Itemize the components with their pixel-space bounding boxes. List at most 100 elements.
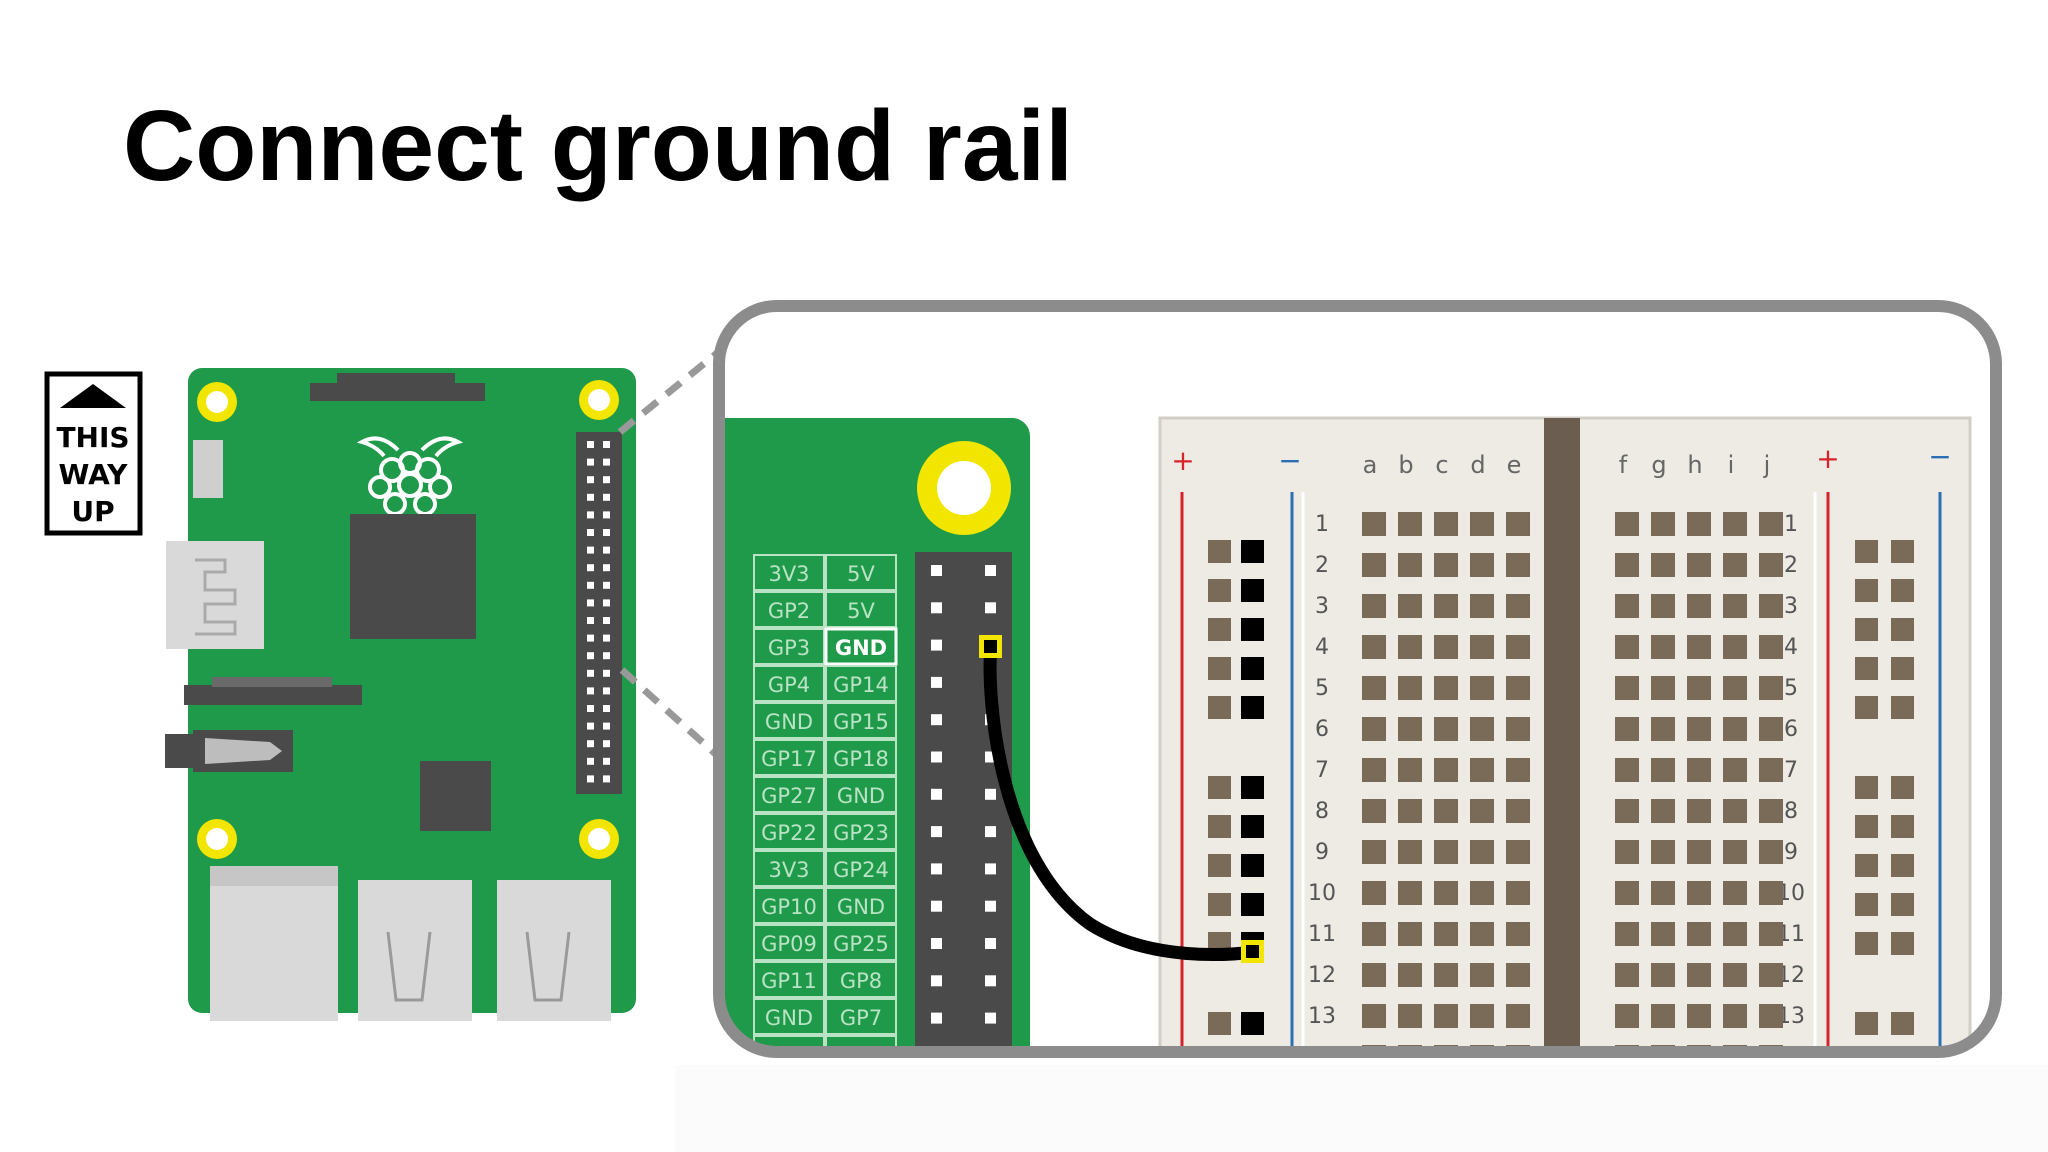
- column-letter: d: [1470, 451, 1485, 479]
- breadboard-hole: [1723, 635, 1747, 659]
- breadboard-hole: [1759, 635, 1783, 659]
- breadboard-hole: [1470, 758, 1494, 782]
- gpio-label: GP11: [761, 969, 817, 993]
- gpio-pin: [603, 581, 610, 589]
- rail-hole-ground: [1241, 657, 1264, 680]
- breadboard-hole: [1362, 594, 1386, 618]
- breadboard-hole: [1470, 635, 1494, 659]
- gpio-pin: [587, 476, 594, 484]
- row-number: 2: [1315, 553, 1329, 578]
- breadboard-hole: [1470, 717, 1494, 741]
- gpio-pin: [985, 788, 996, 800]
- breadboard-hole: [1759, 799, 1783, 823]
- breadboard-hole: [1687, 922, 1711, 946]
- breadboard-hole: [1687, 758, 1711, 782]
- gpio-pin: [985, 975, 996, 987]
- gpio-label: GP17: [761, 747, 817, 771]
- breadboard-hole: [1506, 1004, 1530, 1028]
- gpio-label-cell: [825, 554, 897, 591]
- rail-hole: [1891, 893, 1914, 916]
- breadboard-center-channel: [1544, 418, 1580, 1052]
- breadboard-hole: [1687, 881, 1711, 905]
- gpio-header-small: [576, 432, 622, 794]
- breadboard-hole: [1434, 512, 1458, 536]
- breadboard-hole: [1651, 676, 1675, 700]
- ethernet-port: [210, 866, 338, 1021]
- rail-hole: [1855, 932, 1878, 955]
- rail-hole: [1891, 618, 1914, 641]
- breadboard-hole: [1615, 881, 1639, 905]
- gpio-pin: [603, 722, 610, 730]
- rail-hole: [1208, 815, 1231, 838]
- breadboard-hole: [1470, 594, 1494, 618]
- row-number: 7: [1315, 758, 1329, 783]
- breadboard-hole: [1759, 840, 1783, 864]
- breadboard-hole: [1434, 881, 1458, 905]
- gpio-label-cell: [753, 591, 825, 628]
- breadboard-hole: [1362, 717, 1386, 741]
- breadboard-hole: [1434, 594, 1458, 618]
- rail-hole: [1208, 1012, 1231, 1035]
- up-arrow-icon: [60, 384, 126, 408]
- rail-minus-label: −: [1278, 444, 1301, 477]
- breadboard-hole: [1615, 635, 1639, 659]
- breadboard-hole: [1723, 799, 1747, 823]
- breadboard-hole: [1506, 758, 1530, 782]
- display-connector: [310, 383, 485, 401]
- gpio-label: GND: [835, 636, 887, 660]
- gpio-pin: [603, 634, 610, 642]
- gpio-label: 3V3: [768, 562, 809, 586]
- gpio-pin: [985, 751, 996, 763]
- gpio-label-cell: [825, 1035, 897, 1052]
- gpio-pin: [587, 687, 594, 695]
- breadboard-hole: [1470, 1004, 1494, 1028]
- row-number: 3: [1784, 594, 1798, 619]
- audio-jack: [165, 734, 193, 768]
- breadboard-hole: [1723, 553, 1747, 577]
- rail-plus-label: +: [1171, 444, 1194, 477]
- gpio-pin: [587, 529, 594, 536]
- breadboard-hole: [1506, 594, 1530, 618]
- breadboard-hole: [1651, 758, 1675, 782]
- rail-hole: [1891, 1012, 1914, 1035]
- power-port: [193, 440, 223, 498]
- gpio-label: GND: [765, 710, 813, 734]
- gpio-label: GP27: [761, 784, 817, 808]
- gpio-pin: [985, 826, 996, 838]
- breadboard-hole: [1398, 635, 1422, 659]
- rail-hole-ground: [1241, 618, 1264, 641]
- breadboard-hole: [1398, 676, 1422, 700]
- gpio-label: 3V3: [768, 858, 809, 882]
- breadboard-hole: [1615, 799, 1639, 823]
- rail-hole: [1855, 657, 1878, 680]
- gpio-pin: [587, 634, 594, 642]
- row-number: 6: [1784, 717, 1798, 742]
- gpio-label-cell: [753, 628, 825, 665]
- breadboard-hole: [1398, 881, 1422, 905]
- breadboard-hole: [1470, 799, 1494, 823]
- row-number: 10: [1308, 881, 1336, 906]
- breadboard-hole: [1615, 676, 1639, 700]
- gpio-label-cell: [824, 627, 898, 666]
- rail-plus-label: +: [1816, 442, 1839, 475]
- background-panel: [675, 1065, 2048, 1152]
- breadboard-hole: [1506, 963, 1530, 987]
- gpio-label-cell: [753, 924, 825, 961]
- gpio-pin: [587, 757, 594, 765]
- gpio-pin: [587, 705, 594, 712]
- rail-hole: [1855, 776, 1878, 799]
- gpio-label: GND: [765, 1006, 813, 1030]
- usb-port: [497, 880, 611, 1021]
- breadboard-hole: [1506, 676, 1530, 700]
- breadboard-hole: [1651, 799, 1675, 823]
- rail-hole: [1208, 893, 1231, 916]
- gpio-label-cell: [825, 739, 897, 776]
- breadboard-hole: [1506, 881, 1530, 905]
- gpio-label-cell: [753, 998, 825, 1035]
- breadboard-hole: [1723, 963, 1747, 987]
- gpio-label-cell: [753, 665, 825, 702]
- gpio-pin: [587, 617, 594, 624]
- gpio-pin: [603, 476, 610, 484]
- breadboard-hole: [1434, 635, 1458, 659]
